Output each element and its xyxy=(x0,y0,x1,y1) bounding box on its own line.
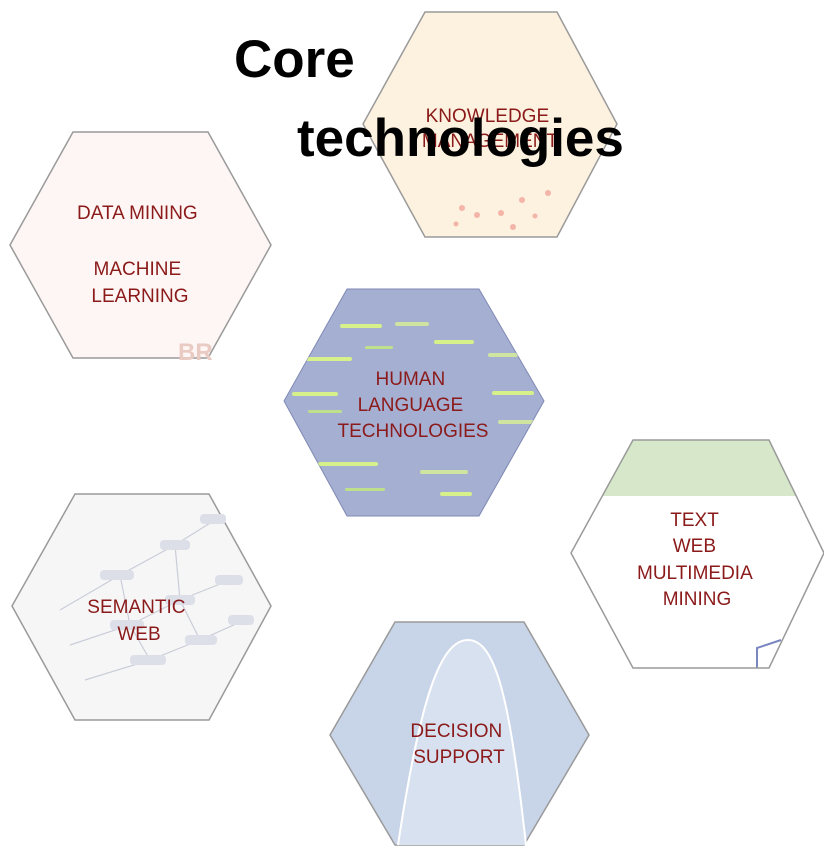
decision-support-line-2: SUPPORT xyxy=(413,747,505,768)
semantic-web-label: SEMANTIC WEB xyxy=(87,597,190,645)
semantic-web-line-1: SEMANTIC xyxy=(87,597,185,618)
hexagon-human-language: HUMAN LANGUAGE TECHNOLOGIES xyxy=(283,288,545,517)
hexagon-text-web-mining-outline xyxy=(570,439,824,669)
bell-curve-decoration xyxy=(397,638,527,846)
text-web-mining-line-2: WEB xyxy=(673,536,716,557)
scattered-dots-decoration xyxy=(453,190,551,230)
hexagon-human-language-shape xyxy=(283,288,545,517)
human-language-line-1: HUMAN xyxy=(376,369,446,390)
human-language-line-3: TECHNOLOGIES xyxy=(338,421,489,442)
data-mining-line-4: LEARNING xyxy=(91,286,188,307)
semantic-web-line-2: WEB xyxy=(117,624,160,645)
hexagon-decision-support: DECISION SUPPORT xyxy=(329,621,590,846)
hexagon-data-mining-shape xyxy=(9,131,272,359)
knowledge-management-line-2: MANAGEMENT xyxy=(422,131,559,152)
hexagon-knowledge-management: KNOWLEDGE MANAGEMENT xyxy=(362,11,618,238)
network-nodes-decoration xyxy=(100,514,254,665)
data-mining-line-3: MACHINE xyxy=(94,259,182,280)
hexagon-semantic-web-shape xyxy=(11,493,272,721)
text-web-mining-line-3: MULTIMEDIA xyxy=(637,563,753,584)
text-web-mining-line-4: MINING xyxy=(663,589,732,610)
data-mining-watermark: BR xyxy=(178,339,213,366)
hexagon-text-web-mining-shape xyxy=(571,440,824,668)
human-language-label: HUMAN LANGUAGE TECHNOLOGIES xyxy=(338,369,489,442)
green-band-decoration xyxy=(571,440,824,496)
glowing-text-decoration xyxy=(292,322,534,496)
data-mining-line-1: DATA MINING xyxy=(77,203,198,224)
page-title-line-2: technologies xyxy=(297,109,624,168)
decision-support-label: DECISION SUPPORT xyxy=(410,721,507,768)
page-title-line-1: Core xyxy=(234,30,355,89)
hexagon-text-web-mining: TEXT WEB MULTIMEDIA MINING xyxy=(570,439,824,669)
hexagon-semantic-web: SEMANTIC WEB xyxy=(11,493,272,721)
hexagon-data-mining: BR DATA MINING MACHINE LEARNING xyxy=(9,131,272,366)
text-web-mining-line-1: TEXT xyxy=(670,510,719,531)
text-web-mining-label: TEXT WEB MULTIMEDIA MINING xyxy=(637,510,757,610)
knowledge-management-label: KNOWLEDGE MANAGEMENT xyxy=(422,106,559,152)
human-language-line-2: LANGUAGE xyxy=(358,395,464,416)
hexagon-knowledge-management-shape xyxy=(362,11,618,238)
data-mining-label: DATA MINING MACHINE LEARNING xyxy=(77,203,203,307)
knowledge-management-line-1: KNOWLEDGE xyxy=(426,106,550,127)
decision-support-line-1: DECISION xyxy=(410,721,502,742)
corner-line-decoration xyxy=(756,639,782,668)
